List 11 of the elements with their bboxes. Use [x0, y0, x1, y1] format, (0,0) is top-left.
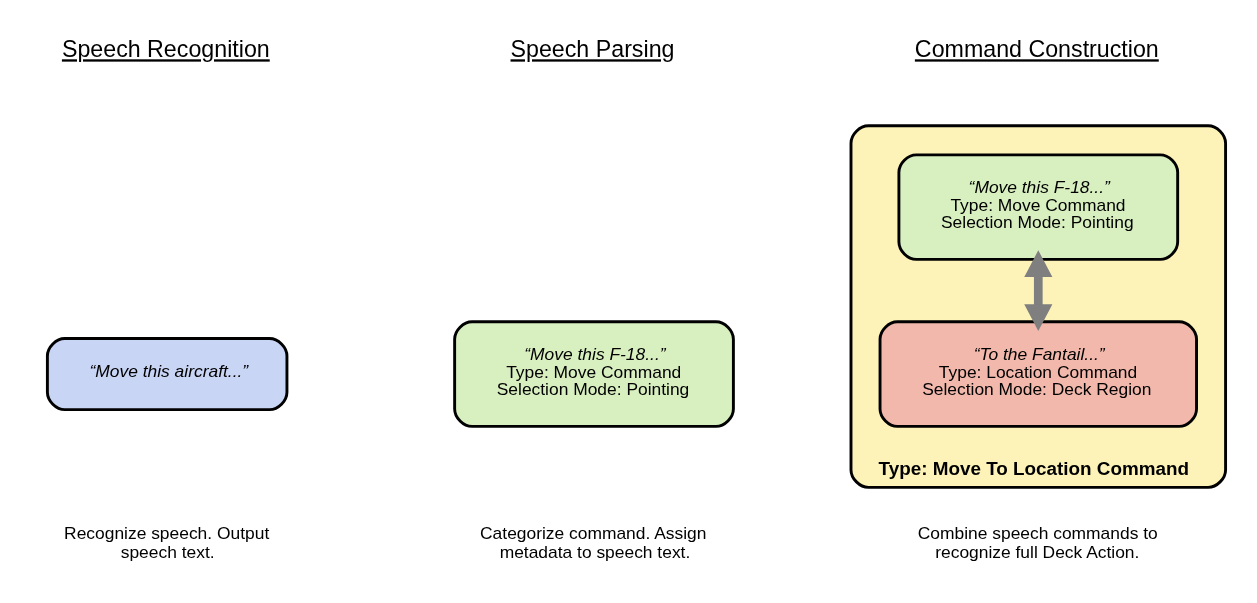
label: Combine speech commands to recognize full Deck Action. [917, 523, 1158, 562]
node-box: “Move this F-18...” Type: Move Command Selection Mode: Pointing [897, 153, 1180, 261]
label: Speech Parsing [510, 36, 675, 63]
label: Recognize speech. Output speech text. [64, 523, 270, 562]
label: Command Construction [914, 36, 1159, 63]
node-box: “To the Fantail...” Type: Location Command Selection Mode: Deck Region [878, 320, 1198, 428]
node-box: “Move this F-18...” Type: Move Command Selection Mode: Pointing [453, 320, 735, 428]
label: Speech Recognition [61, 36, 270, 63]
label: Categorize command. Assign metadata to speech text. [480, 523, 707, 562]
node-box: “Move this aircraft...” [45, 337, 289, 412]
arrow [1024, 250, 1053, 332]
